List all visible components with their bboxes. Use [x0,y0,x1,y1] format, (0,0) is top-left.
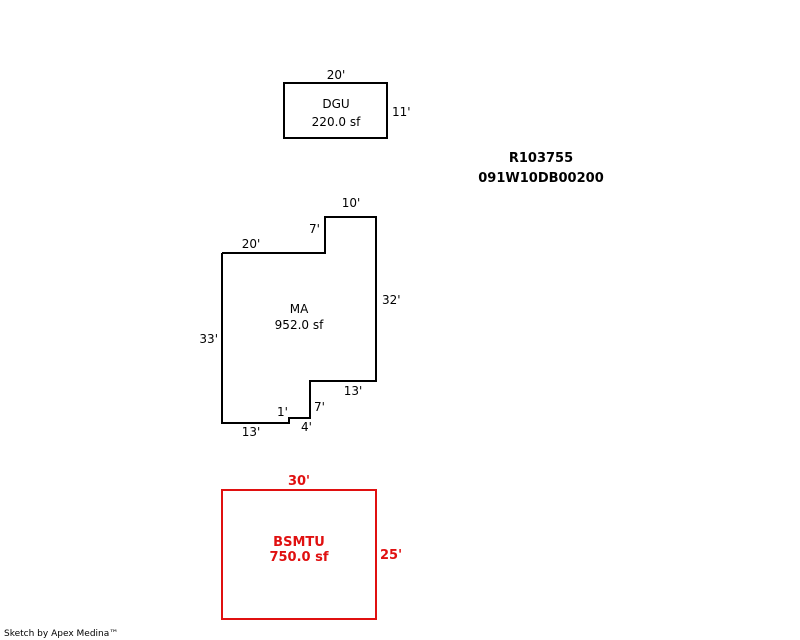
dgu-name-label: DGU [322,97,349,111]
ma-top-left-dimension: 20' [242,237,261,251]
ma-step-vertical-dimension: 7' [314,400,325,414]
dgu-area: 20' 11' DGU 220.0 sf [283,68,411,139]
ma-left-dimension: 33' [199,332,218,346]
bsmtu-area-label: 750.0 sf [269,550,328,565]
bsmtu-top-dimension: 30' [288,474,310,489]
dgu-area-label: 220.0 sf [312,115,361,129]
dgu-top-dimension: 20' [327,68,346,82]
bsmtu-right-dimension: 25' [380,548,402,563]
ma-area: 10' 7' 20' 32' 33' 13' 7' 1' 4' 13' MA 9… [199,196,400,439]
dgu-right-dimension: 11' [392,105,411,119]
ma-top-right-dimension: 10' [342,196,361,210]
ma-step-small-dimension: 1' [277,405,288,419]
bsmtu-area: 30' 25' BSMTU 750.0 sf [221,474,402,620]
dgu-outline [283,82,388,139]
ma-right-dimension: 32' [382,293,401,307]
ma-step-right-dimension: 13' [344,384,363,398]
ma-step-bottom-dimension: 4' [301,420,312,434]
bsmtu-name-label: BSMTU [273,535,325,550]
sketch-credit: Sketch by Apex Medina™ [4,629,118,639]
ma-name-label: MA [290,302,309,316]
ma-notch-dimension: 7' [309,222,320,236]
ma-area-label: 952.0 sf [275,318,324,332]
ma-outline [221,216,377,424]
account-number: R103755 [509,151,573,166]
map-tax-lot: 091W10DB00200 [478,171,604,186]
bsmtu-outline [221,489,377,620]
ma-bottom-dimension: 13' [242,425,261,439]
